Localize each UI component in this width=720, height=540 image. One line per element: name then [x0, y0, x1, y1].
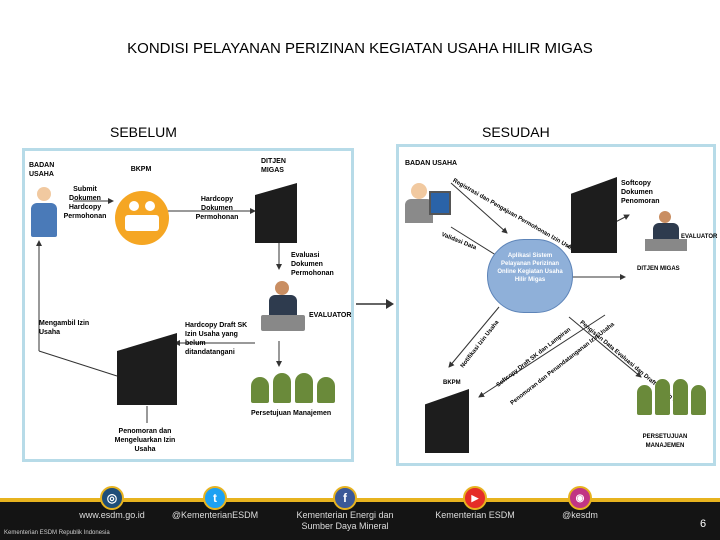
panel-sesudah: BADAN USAHA Registrasi dan Pengajuan Per… [396, 144, 716, 466]
footer-facebook[interactable]: f Kementerian Energi dan Sumber Daya Min… [280, 486, 410, 532]
instagram-icon: ◉ [568, 486, 592, 510]
footer-bar: ◎ www.esdm.go.id t @KementerianESDM f Ke… [0, 498, 720, 540]
youtube-icon: ▶ [463, 486, 487, 510]
globe-icon: ◎ [100, 486, 124, 510]
cloud-icon: Aplikasi Sistem Pelayanan Perizinan Onli… [487, 239, 573, 313]
management-group-icon [251, 373, 339, 403]
label-evaluator: EVALUATOR [309, 311, 349, 320]
label-bkpm: BKPM [121, 165, 161, 174]
label-ditjen-migas: DITJEN MIGAS [637, 265, 697, 274]
label-persetujuan-manajemen: Persetujuan Manajemen [251, 409, 351, 418]
footer-website[interactable]: ◎ www.esdm.go.id [62, 486, 162, 521]
label-bkpm: BKPM [443, 379, 473, 388]
panel-sebelum: BADAN USAHA BKPM DITJEN MIGAS Submit Dok… [22, 148, 354, 462]
facebook-icon: f [333, 486, 357, 510]
management-group-icon [637, 379, 709, 415]
support-agent-icon [403, 177, 451, 233]
heading-sebelum: SEBELUM [110, 124, 177, 140]
label-softcopy-dokumen: Softcopy Dokumen Penomoran [621, 179, 671, 206]
label-aplikasi: Aplikasi Sistem Pelayanan Perizinan Onli… [488, 240, 572, 284]
evaluator-icon [261, 281, 305, 335]
footer-youtube[interactable]: ▶ Kementerian ESDM [420, 486, 530, 521]
page-title: KONDISI PELAYANAN PERIZINAN KEGIATAN USA… [0, 40, 720, 57]
page-number: 6 [700, 518, 706, 530]
twitter-icon: t [203, 486, 227, 510]
label-hardcopy-draft: Hardcopy Draft SK Izin Usaha yang belum … [185, 321, 249, 357]
label-badan-usaha: BADAN USAHA [405, 159, 465, 168]
label-ditjen-migas: DITJEN MIGAS [261, 157, 301, 175]
building-icon [117, 333, 177, 405]
label-persetujuan-manajemen: PERSETUJUAN MANAJEMEN [635, 433, 695, 451]
footer-facebook-text: Kementerian Energi dan Sumber Daya Miner… [280, 510, 410, 532]
footer-instagram-text: @kesdm [562, 510, 598, 521]
label-mengambil-izin: Mengambil Izin Usaha [39, 319, 99, 337]
label-hardcopy-dokumen: Hardcopy Dokumen Permohonan [191, 195, 243, 222]
footer-twitter-text: @KementerianESDM [172, 510, 258, 521]
building-icon [571, 177, 617, 253]
footer-youtube-text: Kementerian ESDM [435, 510, 515, 521]
footer-instagram[interactable]: ◉ @kesdm [540, 486, 620, 521]
label-penomoran: Penomoran dan Mengeluarkan Izin Usaha [109, 427, 181, 454]
office-meeting-icon [115, 191, 169, 245]
building-icon [425, 389, 469, 453]
label-badan-usaha: BADAN USAHA [29, 161, 69, 179]
footer-twitter[interactable]: t @KementerianESDM [160, 486, 270, 521]
footer-copyright: Kementerian ESDM Republik Indonesia [4, 530, 110, 536]
arrow-right-icon [356, 298, 394, 310]
label-evaluasi: Evaluasi Dokumen Permohonan [291, 251, 343, 278]
label-submit-dokumen: Submit Dokumen Hardcopy Permohonan [59, 185, 111, 221]
building-icon [255, 183, 297, 243]
footer-website-text: www.esdm.go.id [79, 510, 145, 521]
label-evaluator: EVALUATOR [681, 233, 717, 242]
heading-sesudah: SESUDAH [482, 124, 550, 140]
person-icon [29, 187, 59, 239]
